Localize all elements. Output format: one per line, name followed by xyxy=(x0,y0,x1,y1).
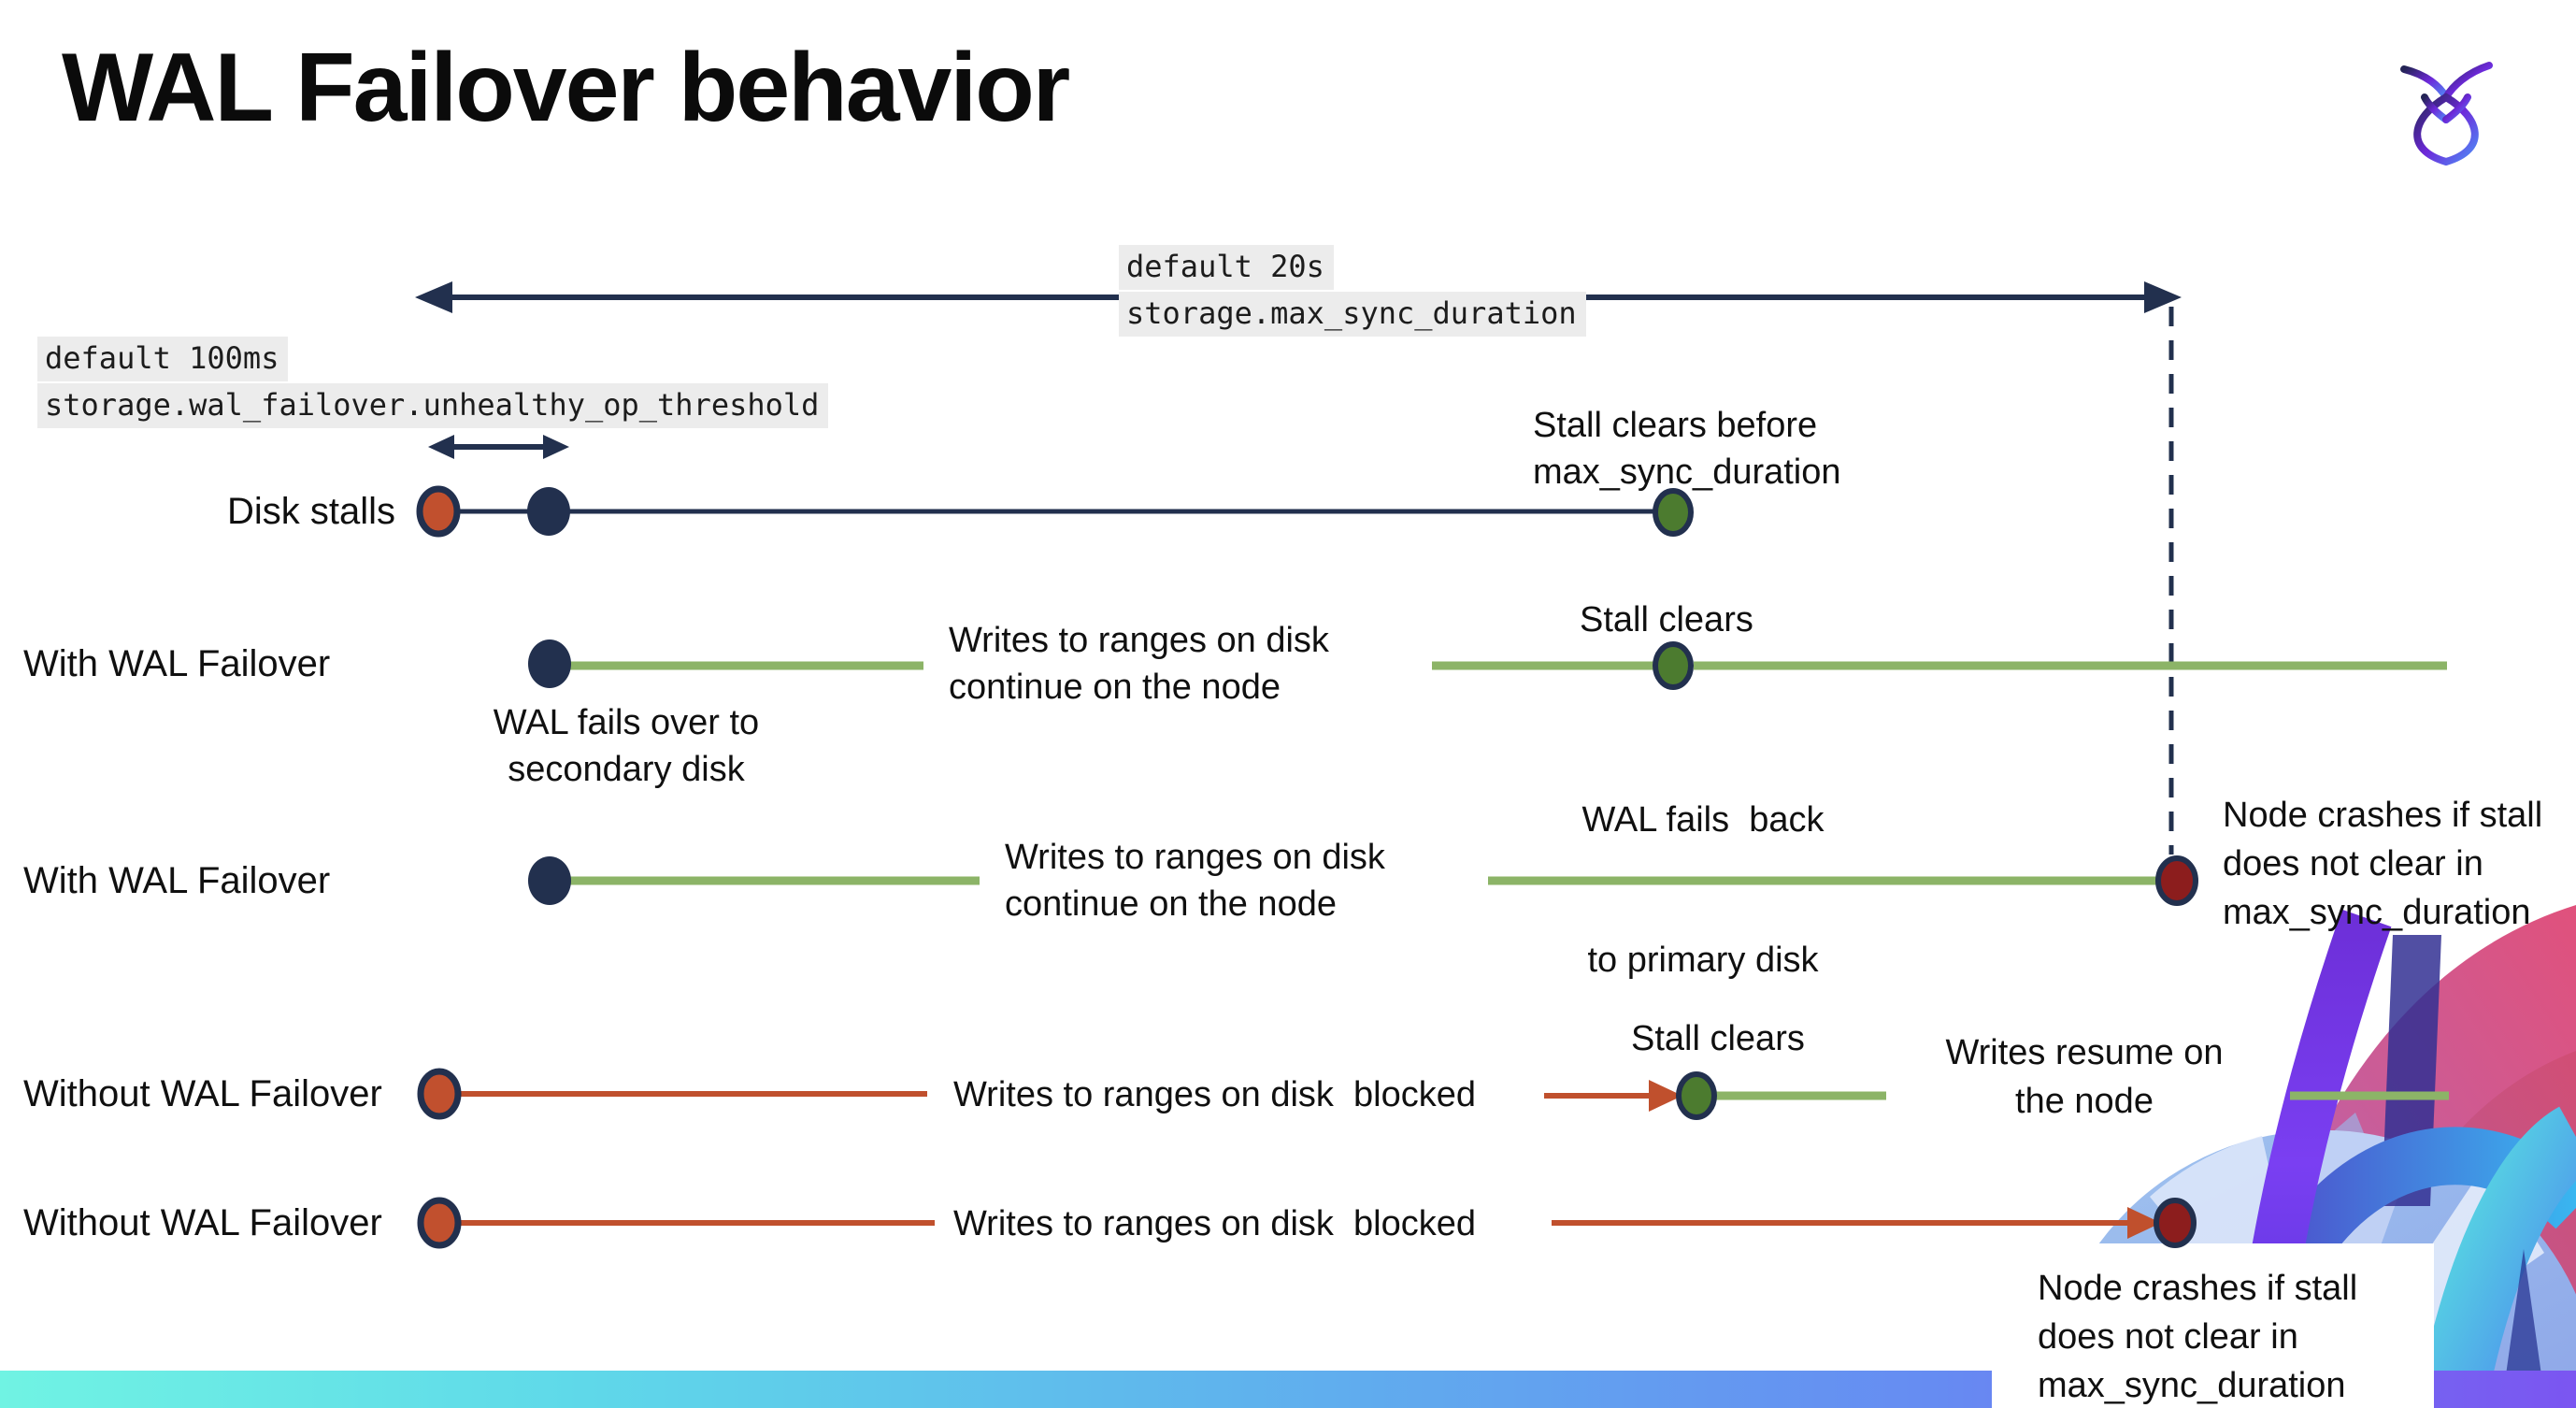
row-label-without-failover-2: Without WAL Failover xyxy=(23,1202,382,1243)
crash-callout-box xyxy=(1992,1243,2434,1408)
failover-dot xyxy=(528,856,571,905)
stall-clears-note-1: Stall clears xyxy=(1580,600,1753,639)
stall-start-dot xyxy=(417,1068,462,1120)
max-sync-setting-name: storage.max_sync_duration xyxy=(1119,292,1586,337)
writes-blocked-note-2: Writes to ranges on disk blocked xyxy=(953,1204,1477,1243)
row-label-with-failover-2: With WAL Failover xyxy=(23,860,331,901)
row-with-failover-2-graphics xyxy=(528,855,2198,906)
failback-dot xyxy=(1653,641,1694,690)
node-crash-note-1: Node crashes if stall does not clear in … xyxy=(2223,796,2543,932)
writes-continue-note-1: Writes to ranges on disk continue on the… xyxy=(949,621,1329,707)
stall-clears-before-note: Stall clears before max_sync_duration xyxy=(1533,406,1841,492)
page-title: WAL Failover behavior xyxy=(62,34,1070,142)
max-sync-duration-callout: default 20s storage.max_sync_duration xyxy=(1119,245,1586,338)
node-crash-dot xyxy=(2155,855,2198,906)
wal-failover-note: WAL fails over to secondary disk xyxy=(493,703,760,789)
row-label-without-failover-1: Without WAL Failover xyxy=(23,1073,382,1114)
stall-clears-dot xyxy=(1676,1071,1717,1120)
row-without-failover-2-graphics xyxy=(417,1197,2197,1249)
stall-clears-note-2: Stall clears xyxy=(1631,1019,1805,1058)
row-label-disk-stalls: Disk stalls xyxy=(227,491,396,532)
unhealthy-op-threshold-arrow xyxy=(428,435,569,459)
writes-blocked-note-1: Writes to ranges on disk blocked xyxy=(953,1075,1477,1114)
node-crash-note-2: Node crashes if stall does not clear in … xyxy=(2038,1269,2358,1405)
row-without-failover-1-graphics xyxy=(417,1068,2449,1120)
blocked-arrowhead xyxy=(2127,1207,2161,1239)
writes-resume-note: Writes resume on the node xyxy=(1945,1033,2224,1121)
stall-clears-dot xyxy=(1653,488,1694,537)
node-crash-dot xyxy=(2154,1198,2197,1248)
row-with-failover-1-graphics xyxy=(528,639,2447,690)
threshold-dot xyxy=(527,487,570,536)
wal-failback-note: WAL fails back to primary disk xyxy=(1581,800,1825,980)
unhealthy-op-threshold-callout: default 100ms storage.wal_failover.unhea… xyxy=(37,337,829,430)
failover-dot xyxy=(528,639,571,688)
blocked-arrowhead xyxy=(1649,1080,1682,1112)
row-label-with-failover-1: With WAL Failover xyxy=(23,643,331,684)
writes-continue-note-2: Writes to ranges on disk continue on the… xyxy=(1005,838,1385,924)
max-sync-default-value: default 20s xyxy=(1119,245,1334,290)
stall-start-dot xyxy=(417,1197,462,1249)
cockroachdb-logo-icon xyxy=(2400,62,2493,166)
unhealthy-op-default-value: default 100ms xyxy=(37,337,289,381)
unhealthy-op-setting-name: storage.wal_failover.unhealthy_op_thresh… xyxy=(37,383,829,428)
row-disk-stalls-graphics xyxy=(416,485,1694,538)
stall-start-dot xyxy=(416,485,461,538)
